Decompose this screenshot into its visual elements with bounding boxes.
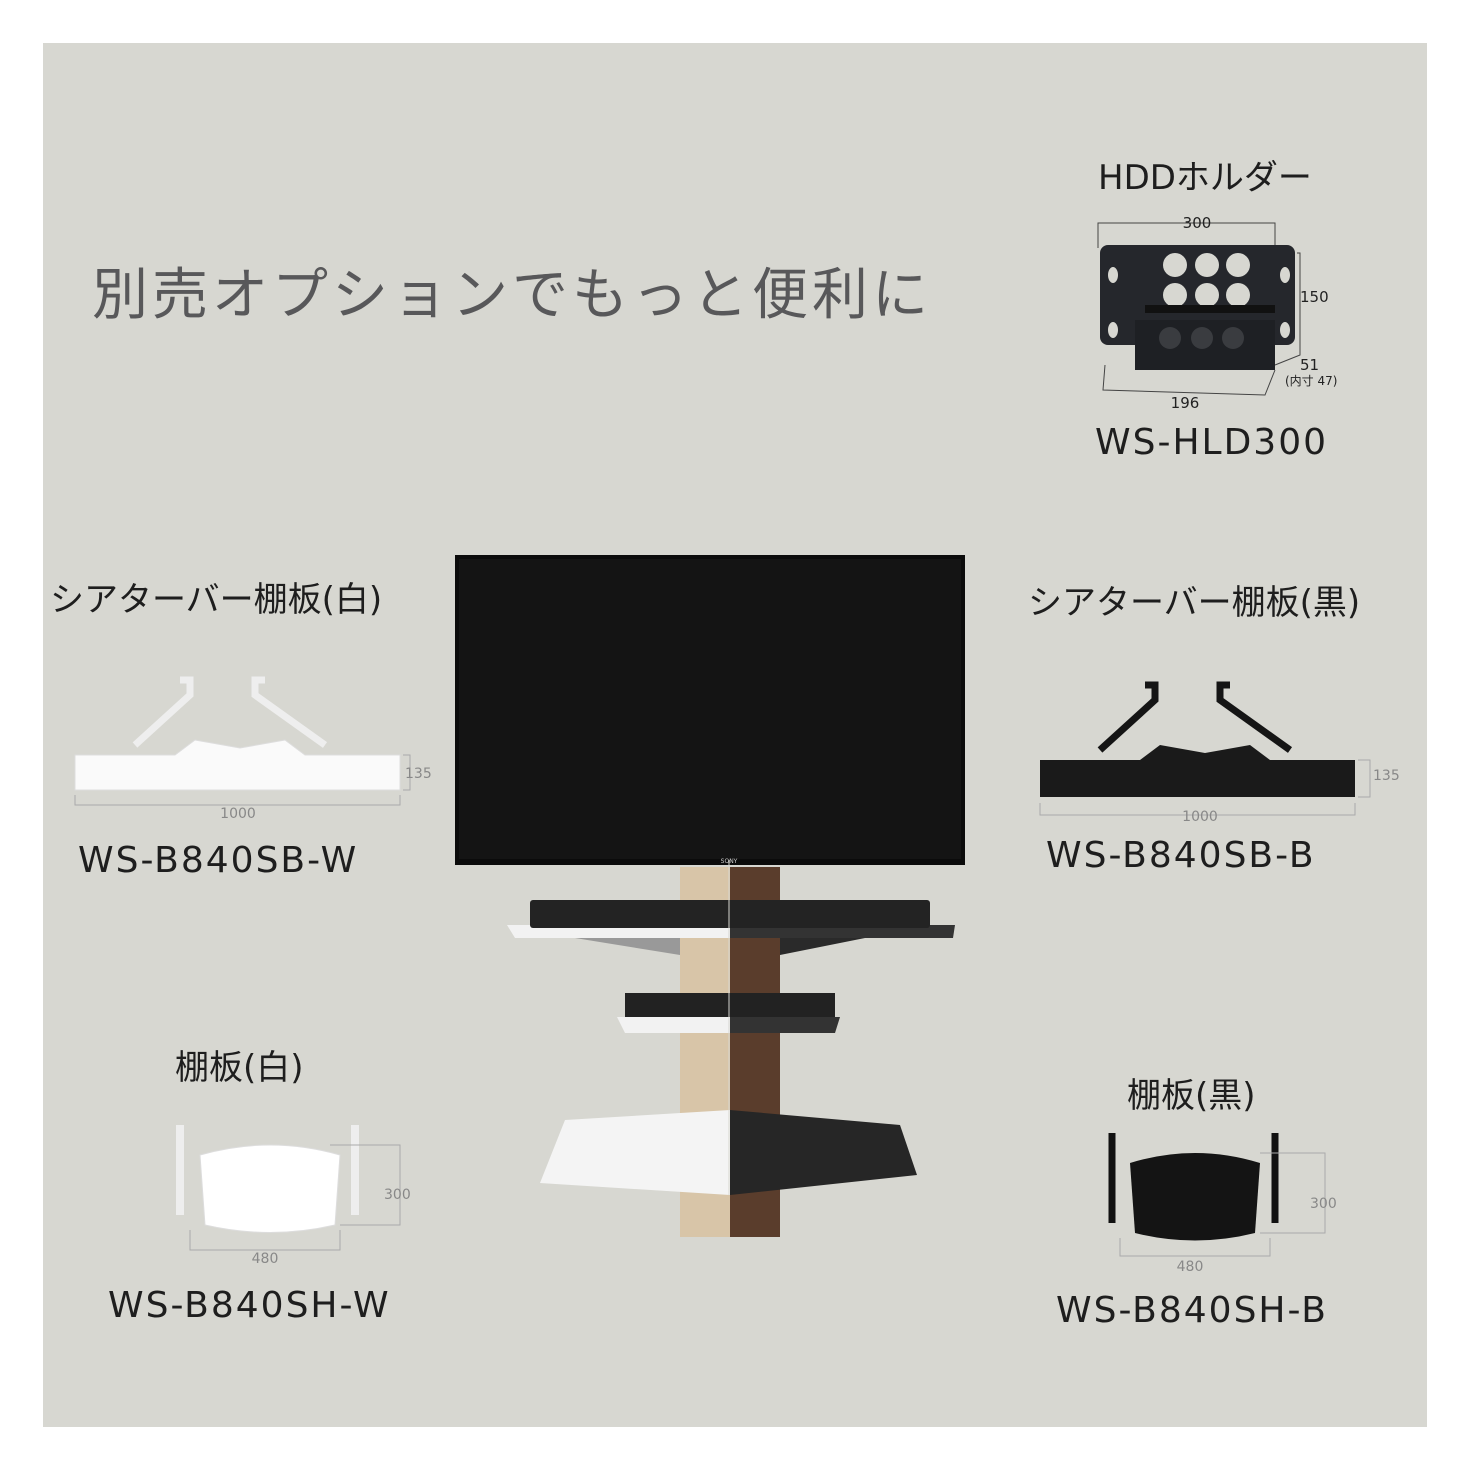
soundbar-white-width-dim: 1000 [220, 806, 256, 822]
soundbar-white-image: 135 1000 [74, 676, 432, 822]
hdd-holder-model: WS-HLD300 [1095, 422, 1328, 463]
shelf-white-depth-dim: 300 [384, 1187, 411, 1203]
hdd-depth-dim: 51 [1300, 356, 1319, 374]
shelf-black-name: 棚板(黒) [1127, 1076, 1256, 1116]
headline: 別売オプションでもっと便利に [92, 263, 932, 328]
shelf-black-image: 300 480 [1108, 1133, 1337, 1275]
hdd-width-dim: 300 [1183, 214, 1212, 232]
shelf-black-depth-dim: 300 [1310, 1196, 1337, 1212]
shelf-black-width-dim: 480 [1177, 1259, 1204, 1275]
soundbar-white-name: シアターバー棚板(白) [50, 580, 383, 620]
hdd-holder-image: 300 150 51 (内寸 47) 196 [1097, 214, 1337, 412]
shelf-white-model: WS-B840SH-W [108, 1285, 391, 1326]
shelf-white-image: 300 480 [176, 1125, 411, 1267]
soundbar-black-height-dim: 135 [1373, 768, 1400, 784]
soundbar-white-model: WS-B840SB-W [78, 840, 359, 881]
soundbar-black-width-dim: 1000 [1182, 809, 1218, 825]
soundbar-white-height-dim: 135 [405, 766, 432, 782]
tv-stand-image: SONY [455, 555, 965, 1237]
hdd-bottom-dim: 196 [1171, 394, 1200, 412]
hdd-inner-dim: (内寸 47) [1285, 374, 1337, 388]
soundbar-black-model: WS-B840SB-B [1046, 835, 1316, 876]
shelf-black-model: WS-B840SH-B [1056, 1290, 1328, 1331]
shelf-white-width-dim: 480 [252, 1251, 279, 1267]
soundbar-black-name: シアターバー棚板(黒) [1028, 583, 1361, 623]
shelf-white-name: 棚板(白) [175, 1048, 304, 1088]
hdd-height-dim: 150 [1300, 288, 1329, 306]
soundbar-black-image: 135 1000 [1039, 681, 1400, 825]
hdd-holder-name: HDDホルダー [1098, 158, 1312, 198]
